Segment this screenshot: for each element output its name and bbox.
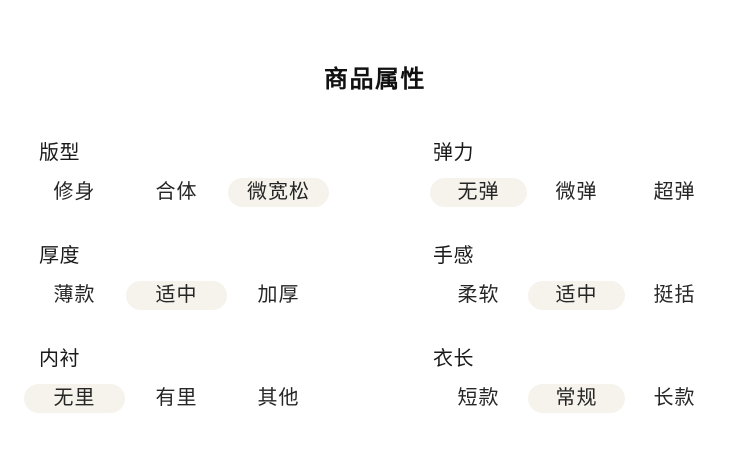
attribute-options-row: 短款 常规 长款 bbox=[430, 384, 723, 413]
attributes-column-left: 版型 修身 合体 微宽松 厚度 薄款 适中 加厚 内衬 无里 有里 其他 bbox=[24, 142, 329, 451]
attribute-option[interactable]: 超弹 bbox=[653, 181, 696, 203]
attribute-option[interactable]: 无里 bbox=[24, 384, 125, 413]
attribute-option[interactable]: 加厚 bbox=[257, 284, 300, 306]
attribute-group-feel: 手感 柔软 适中 挺括 bbox=[430, 245, 723, 310]
attribute-options-row: 薄款 适中 加厚 bbox=[24, 281, 329, 310]
attribute-option[interactable]: 无弹 bbox=[430, 178, 527, 207]
attribute-option[interactable]: 适中 bbox=[126, 281, 227, 310]
attribute-option[interactable]: 柔软 bbox=[457, 284, 500, 306]
attribute-option[interactable]: 长款 bbox=[653, 387, 696, 409]
attributes-column-right: 弹力 无弹 微弹 超弹 手感 柔软 适中 挺括 衣长 短款 常规 长款 bbox=[430, 142, 723, 451]
attribute-options-row: 柔软 适中 挺括 bbox=[430, 281, 723, 310]
attribute-option[interactable]: 短款 bbox=[457, 387, 500, 409]
attribute-group-fit: 版型 修身 合体 微宽松 bbox=[24, 142, 329, 207]
page-title: 商品属性 bbox=[324, 66, 426, 93]
attribute-group-lining: 内衬 无里 有里 其他 bbox=[24, 348, 329, 413]
attribute-options-row: 修身 合体 微宽松 bbox=[24, 178, 329, 207]
attribute-option[interactable]: 微弹 bbox=[555, 181, 598, 203]
attribute-options-row: 无里 有里 其他 bbox=[24, 384, 329, 413]
attribute-group-label: 衣长 bbox=[433, 348, 474, 370]
attribute-group-label: 内衬 bbox=[39, 348, 80, 370]
attribute-options-row: 无弹 微弹 超弹 bbox=[430, 178, 723, 207]
attribute-option[interactable]: 常规 bbox=[528, 384, 625, 413]
attribute-group-length: 衣长 短款 常规 长款 bbox=[430, 348, 723, 413]
attribute-option[interactable]: 挺括 bbox=[653, 284, 696, 306]
attribute-option[interactable]: 薄款 bbox=[53, 284, 96, 306]
attribute-option[interactable]: 微宽松 bbox=[228, 178, 329, 207]
attribute-option[interactable]: 适中 bbox=[528, 281, 625, 310]
attribute-group-thickness: 厚度 薄款 适中 加厚 bbox=[24, 245, 329, 310]
attribute-group-label: 弹力 bbox=[433, 142, 474, 164]
attribute-option[interactable]: 其他 bbox=[257, 387, 300, 409]
attribute-group-label: 手感 bbox=[433, 245, 474, 267]
attribute-group-label: 厚度 bbox=[39, 245, 80, 267]
attribute-group-elasticity: 弹力 无弹 微弹 超弹 bbox=[430, 142, 723, 207]
attribute-option[interactable]: 修身 bbox=[53, 181, 96, 203]
attribute-group-label: 版型 bbox=[39, 142, 80, 164]
attribute-option[interactable]: 有里 bbox=[155, 387, 198, 409]
attribute-option[interactable]: 合体 bbox=[155, 181, 198, 203]
